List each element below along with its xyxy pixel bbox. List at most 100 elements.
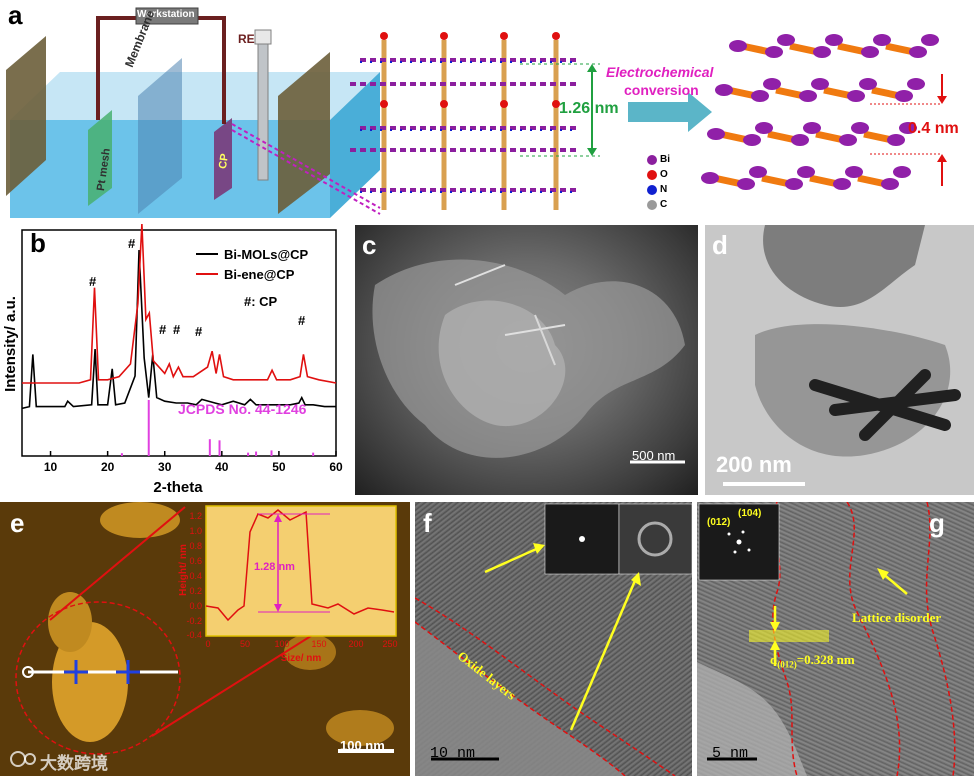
fft-label-104: (104) (738, 508, 762, 519)
inset-ytick: 1.2 (189, 511, 202, 521)
x-tick-label: 30 (158, 460, 172, 474)
fft-inset-2 (618, 503, 692, 575)
scalebar-g-label: 5 nm (712, 745, 749, 762)
spacing-mof-label: 1.26 nm (559, 100, 619, 117)
cp-electrode (214, 118, 232, 200)
plot-frame (21, 229, 337, 457)
xrd-series-line (21, 249, 336, 410)
tem-texture (723, 225, 961, 486)
x-tick-label: 50 (272, 460, 286, 474)
membrane-sheet (138, 58, 182, 214)
x-tick-label: 10 (44, 460, 58, 474)
inset-xtick: 0 (205, 639, 210, 649)
inset-ytick: 0.4 (189, 571, 202, 581)
xrd-xlabel: 2-theta (153, 479, 203, 496)
inset-height-value: 1.28 nm (254, 561, 295, 573)
xrd-series-group (21, 224, 337, 456)
conversion-label-2: conversion (624, 82, 699, 98)
panel-f-hrtem-image (415, 502, 692, 776)
pt-mesh-electrode (88, 110, 112, 206)
inset-ytick: -0.4 (186, 630, 202, 640)
inset-xtick: 200 (348, 639, 363, 649)
inset-xticks: 0 50 100 150 200 250 (205, 639, 397, 649)
legend-dot-c (647, 200, 657, 210)
watermark-text: 大数跨境 (40, 754, 108, 774)
sem-texture (372, 259, 685, 464)
electrochemical-cell (6, 7, 381, 218)
panel-a (0, 0, 974, 222)
scalebar-d-label: 200 nm (716, 452, 792, 477)
panel-d-letter: d (712, 230, 728, 260)
inset-xtick: 250 (382, 639, 397, 649)
workstation-label: Workstation (137, 9, 195, 20)
hash-mark: # (128, 236, 136, 251)
jcpds-label: JCPDS No. 44-1246 (178, 401, 307, 417)
panel-b-letter: b (30, 228, 46, 258)
inset-ytick: 1.0 (189, 526, 202, 536)
legend-n: N (660, 184, 668, 195)
inset-ytick: 0.8 (189, 541, 202, 551)
lattice-disorder-label: Lattice disorder (852, 610, 942, 625)
d-index: (012) (777, 659, 797, 670)
hrtem-g-overlay (697, 502, 956, 776)
inset-ytick: 0.6 (189, 556, 202, 566)
panel-a-letter: a (8, 0, 23, 30)
fft-label-012: (012) (707, 517, 731, 528)
cp-hash-marks: # # # # # # (89, 236, 306, 339)
reference-electrode (257, 39, 269, 181)
x-tick-label: 20 (101, 460, 115, 474)
legend-dot-n (647, 185, 657, 195)
panel-g-letter: g (929, 508, 945, 538)
panel-g-hrtem-image (697, 502, 974, 776)
afm-texture (15, 502, 394, 755)
cp-label: CP (217, 152, 232, 170)
conversion-label-1: Electrochemical (606, 64, 714, 80)
inset-xtick: 150 (311, 639, 326, 649)
xrd-ylabel: Intensity/ a.u. (2, 296, 19, 392)
cp-note: #: CP (244, 294, 278, 309)
legend-c: C (660, 199, 668, 210)
panel-c-letter: c (362, 230, 377, 260)
legend-bi-mols: Bi-MOLs@CP (224, 247, 309, 262)
bi-mol-framework (350, 32, 600, 210)
xrd-series-line (22, 224, 337, 384)
hash-mark: # (159, 322, 167, 337)
spacing-ene-label: 0.4 nm (908, 120, 959, 137)
inset-xtick: 100 (274, 639, 289, 649)
inset-xtick: 50 (240, 639, 250, 649)
inset-ytick: -0.2 (186, 616, 202, 626)
re-label: RE (238, 32, 255, 46)
inset-xlabel: Size/ nm (281, 653, 322, 664)
x-tick-label: 40 (215, 460, 229, 474)
legend-dot-bi (647, 155, 657, 165)
scalebar-e-label: 100 nm (340, 738, 385, 753)
back-plate-right (278, 52, 330, 214)
hrtem-f-overlay (415, 503, 692, 776)
panel-c-sem-image (355, 225, 698, 495)
hash-mark: # (89, 274, 97, 289)
legend-bi-ene: Bi-ene@CP (224, 267, 295, 282)
hash-mark: # (195, 324, 203, 339)
panel-e-afm-image (0, 502, 410, 776)
legend-dot-o (647, 170, 657, 180)
x-tick-label: 60 (329, 460, 343, 474)
scalebar-f-label: 10 nm (430, 745, 476, 762)
panel-d-tem-image (705, 225, 974, 495)
inset-yticks: 1.2 1.0 0.8 0.6 0.4 0.2 0.0 -0.2 -0.4 (186, 511, 202, 640)
workstation-box (135, 7, 199, 25)
d-symbol: d (770, 652, 778, 667)
panel-a-figure (6, 7, 947, 218)
legend-bi: Bi (660, 154, 670, 165)
inset-ytick: 0.2 (189, 586, 202, 596)
xrd-xticks: 10 20 30 40 50 60 (44, 451, 343, 474)
scalebar-c-label: 500 nm (632, 448, 676, 463)
inset-ylabel: Height/ nm (178, 544, 189, 596)
legend-o: O (660, 169, 668, 180)
bismuthene-layers (701, 34, 939, 190)
xrd-chart: 10 20 30 40 50 60 2-theta Intensity/ a.u. Bi-… (2, 224, 343, 496)
inset-ytick: 0.0 (189, 601, 202, 611)
d-value: =0.328 nm (796, 652, 855, 667)
back-plate-left (6, 36, 46, 196)
conversion-arrow (628, 92, 712, 132)
hash-mark: # (173, 322, 181, 337)
